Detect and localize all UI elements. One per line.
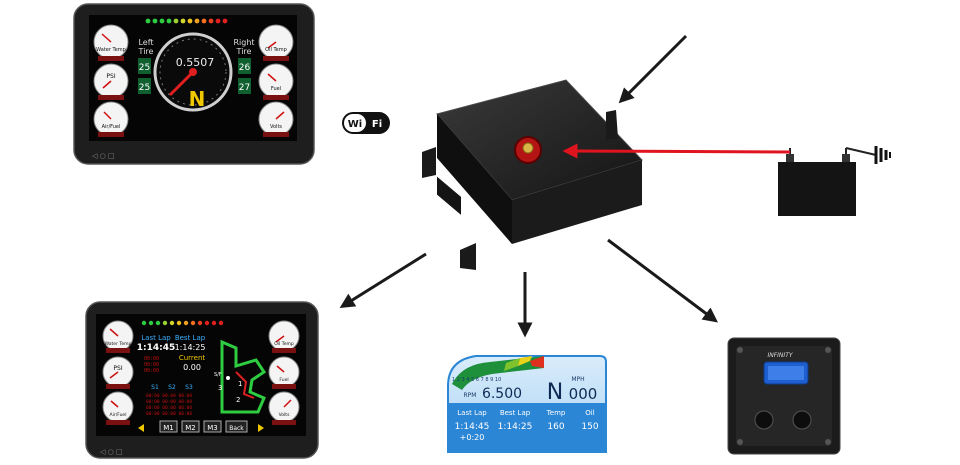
tire-value: 25 — [139, 83, 150, 93]
svg-text:00:00 00:00 00:00: 00:00 00:00 00:00 — [146, 405, 192, 411]
svg-text:+0:20: +0:20 — [460, 433, 485, 442]
gauge-label: Water Temp — [105, 341, 132, 347]
dash-columns: Last Lap 1:14:45 +0:20 Best Lap 1:14:25 … — [455, 409, 599, 442]
svg-text:150: 150 — [581, 422, 598, 432]
track-marker: S/F — [214, 372, 222, 378]
best-lap-label: Best Lap — [175, 334, 206, 342]
left-tire-label: Tire — [138, 47, 154, 56]
svg-text:00:00: 00:00 — [144, 362, 159, 368]
connection-arrows — [339, 34, 791, 338]
svg-text:M1: M1 — [163, 424, 174, 432]
svg-text:3: 3 — [218, 384, 222, 392]
prev-arrow-icon — [138, 424, 144, 432]
dash-rpm-value: 6.500 — [482, 386, 522, 402]
split-times: 00:00 00:00 00:00 — [144, 356, 159, 374]
svg-text:00:00: 00:00 — [144, 368, 159, 374]
gauge-label: PSI — [113, 365, 122, 372]
ecu-unit: INFINITY — [727, 337, 841, 455]
tire-value: 25 — [139, 63, 150, 73]
gauge-label: Air/Fuel — [102, 124, 121, 130]
arrow-to-ecu — [607, 238, 718, 323]
battery — [778, 146, 891, 216]
dash-gear: N — [547, 380, 563, 405]
m3-button — [203, 420, 222, 433]
best-lap-value: 1:14:25 — [175, 343, 206, 352]
dash-speed-unit: MPH — [571, 376, 584, 383]
svg-text:00:00 00:00 00:00: 00:00 00:00 00:00 — [146, 393, 192, 399]
gauge-label: Water Temp — [96, 47, 126, 53]
tire-value: 27 — [239, 83, 250, 93]
gauge-label: Oil Temp — [265, 47, 287, 53]
arrow-power — [562, 143, 791, 159]
sector-label: S1 — [151, 384, 159, 391]
svg-text:M2: M2 — [185, 424, 196, 432]
current-label: Current — [179, 354, 206, 362]
m1-button — [159, 420, 178, 433]
gauge-label: Oil Temp — [274, 341, 294, 347]
android-nav: ◁ ○ □ — [100, 448, 123, 456]
dash-display: 1 2 3 4 5 6 7 8 9 10 RPM 6.500 N MPH 000… — [447, 355, 607, 453]
svg-text:M3: M3 — [207, 424, 218, 432]
svg-text:00:00: 00:00 — [144, 356, 159, 362]
android-nav: ◁ ○ □ — [92, 152, 115, 160]
dash-speed-value: 000 — [569, 385, 598, 403]
left-tire-label: Left — [138, 38, 153, 47]
controller-box — [422, 79, 643, 270]
shift-lights — [141, 320, 224, 326]
ecu-brand: INFINITY — [767, 352, 793, 359]
svg-text:2: 2 — [236, 396, 240, 404]
svg-text:00:00 00:00 00:00: 00:00 00:00 00:00 — [146, 411, 192, 417]
shift-lights — [145, 18, 228, 24]
svg-text:Temp: Temp — [546, 409, 566, 417]
wifi-left: Wi — [348, 119, 362, 130]
tablet-top: Water Temp PSI Air/Fuel Oil Temp Fuel Vo… — [73, 3, 315, 165]
svg-text:160: 160 — [547, 422, 564, 432]
sector-times: 00:00 00:00 00:00 00:00 00:00 00:00 00:0… — [146, 393, 192, 417]
right-tire-label: Right — [233, 38, 254, 47]
next-arrow-icon — [258, 424, 264, 432]
arrow-to-box — [618, 34, 688, 104]
svg-text:Back: Back — [229, 425, 244, 432]
gauge-label: PSI — [106, 73, 115, 80]
svg-text:Best Lap: Best Lap — [500, 409, 531, 417]
gauge-label: Fuel — [271, 86, 281, 92]
tire-value: 26 — [239, 63, 251, 73]
arrow-to-tablet — [339, 252, 427, 308]
svg-text:00:00 00:00 00:00: 00:00 00:00 00:00 — [146, 399, 192, 405]
track-map: S/F 1 2 3 — [214, 339, 267, 414]
sector-label: S3 — [185, 384, 193, 391]
svg-text:Oil: Oil — [585, 409, 594, 417]
last-lap-label: Last Lap — [141, 334, 171, 342]
gauge-label: Volts — [279, 412, 290, 418]
svg-text:1:14:25: 1:14:25 — [498, 422, 533, 432]
gauge-label: Volts — [270, 124, 282, 130]
tachometer: 0.5507 N — [153, 32, 233, 112]
svg-text:1:14:45: 1:14:45 — [455, 422, 490, 432]
right-gauges: Oil Temp Fuel Volts — [258, 24, 294, 137]
tablet-bottom: Water Temp PSI Air/Fuel Oil Temp Fuel Vo… — [85, 301, 319, 459]
last-lap-value: 1:14:45 — [137, 343, 176, 353]
gauge-label: Fuel — [279, 377, 288, 383]
right-tire-label: Tire — [236, 47, 252, 56]
wifi-badge: Wi Fi — [342, 112, 390, 134]
svg-text:Last Lap: Last Lap — [457, 409, 487, 417]
rpm-scale: 1 2 3 4 5 6 7 8 9 10 — [452, 377, 501, 383]
back-button — [225, 420, 248, 433]
current-value: 0.00 — [183, 363, 201, 372]
gear-indicator: N — [189, 87, 206, 111]
gauge-label: Air/Fuel — [110, 412, 127, 418]
wifi-right: Fi — [372, 119, 382, 130]
svg-text:1: 1 — [238, 380, 242, 388]
rpm-reading: 0.5507 — [176, 56, 215, 69]
left-gauges: Water Temp PSI Air/Fuel — [93, 24, 129, 137]
dash-rpm-label: RPM — [464, 392, 477, 399]
m2-button — [181, 420, 200, 433]
sector-label: S2 — [168, 384, 176, 391]
